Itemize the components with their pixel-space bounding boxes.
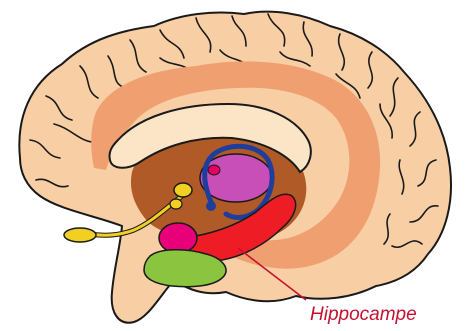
amygdala [159, 223, 197, 253]
olfactory-bulb [64, 228, 96, 242]
fornix-end [206, 201, 216, 211]
mammillary-spot [208, 165, 220, 175]
olfactory-knob-2 [170, 199, 182, 209]
hippocampus-label: Hippocampe [310, 304, 417, 325]
olfactory-knob [174, 183, 192, 197]
